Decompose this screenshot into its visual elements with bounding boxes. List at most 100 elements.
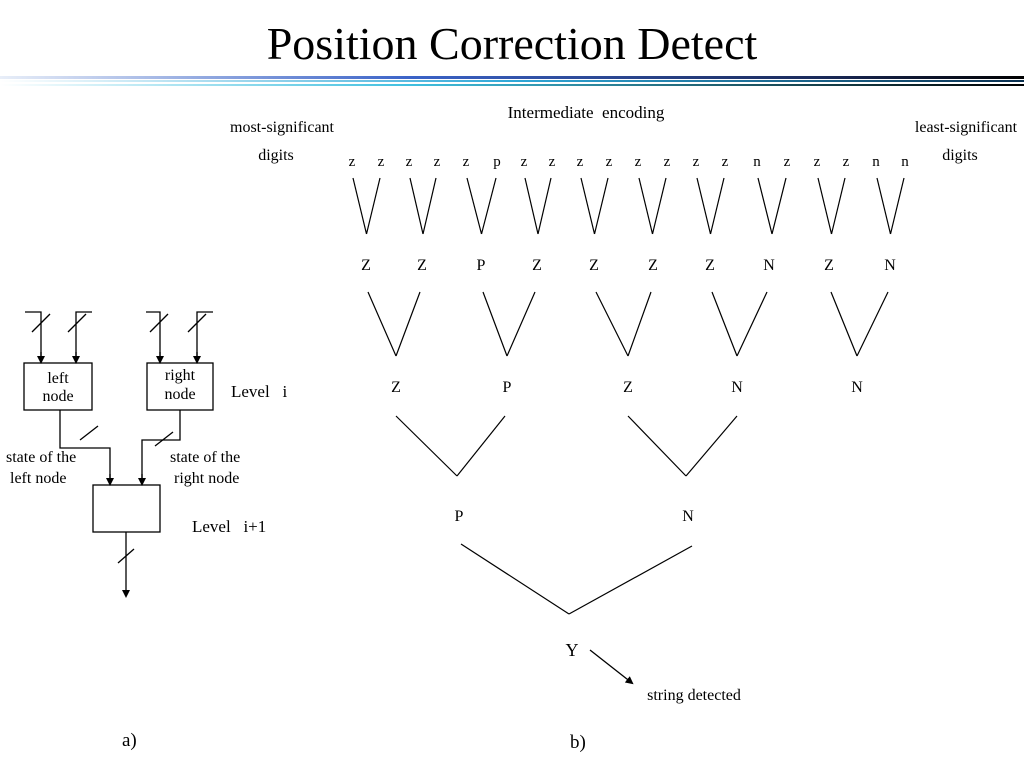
diagram-a-labels: left node right node Level i state of th… — [6, 367, 287, 751]
level1-symbol: Z — [705, 257, 715, 274]
right-node-inputs — [146, 311, 213, 364]
state-right-label: right node — [174, 470, 239, 487]
state-left-label: left node — [10, 470, 66, 487]
tree-edge — [595, 291, 629, 357]
encoding-digit: n — [872, 154, 880, 170]
tree-edge — [830, 177, 846, 235]
msd-label: most-significant — [230, 119, 335, 136]
encoding-digit: z — [406, 154, 413, 170]
diagram-a — [23, 311, 214, 598]
level1-symbol: Z — [589, 257, 599, 274]
level1-symbol: N — [884, 257, 896, 274]
state-right-label: state of the — [170, 449, 240, 466]
level2-symbol: N — [851, 379, 863, 396]
string-detected-label: string detected — [647, 687, 741, 704]
msd-label: digits — [258, 147, 294, 164]
left-node-inputs — [25, 311, 92, 364]
encoding-digit: n — [753, 154, 761, 170]
right-node-output — [141, 410, 181, 484]
encoding-digit: z — [521, 154, 528, 170]
tree-edge — [456, 415, 506, 477]
tree-edge — [638, 177, 654, 235]
tree-edge — [593, 177, 609, 235]
lsd-label: least-significant — [915, 119, 1018, 136]
level2-symbol: Z — [623, 379, 633, 396]
caption-b: b) — [570, 732, 586, 753]
encoding-digit: z — [814, 154, 821, 170]
encoding-digit: z — [463, 154, 470, 170]
tree-edge — [537, 177, 552, 235]
level1-symbol: Z — [361, 257, 371, 274]
left-node-output — [59, 410, 111, 484]
level2-symbol: N — [731, 379, 743, 396]
level1-symbol: Z — [824, 257, 834, 274]
tree-edge — [651, 177, 667, 235]
tree-edge — [352, 177, 368, 235]
slide-title: Position Correction Detect — [266, 18, 758, 69]
tree-edge — [685, 415, 738, 477]
tree-edge — [627, 291, 652, 357]
lsd-label: digits — [942, 147, 978, 164]
tree-edge — [395, 291, 421, 357]
encoding-digit: z — [843, 154, 850, 170]
encoding-digit: z — [722, 154, 729, 170]
level2-symbol: P — [503, 379, 512, 396]
encoding-digit: z — [349, 154, 356, 170]
tree-edge — [771, 177, 787, 235]
level3-symbol: P — [455, 508, 464, 525]
tree-edge — [466, 177, 483, 235]
tree-edge — [524, 177, 539, 235]
level-i1-label: Level i+1 — [192, 517, 266, 536]
parent-node-box — [92, 484, 161, 533]
title-divider-line — [0, 80, 1024, 82]
title-divider-line — [0, 76, 1024, 79]
level1-symbol: P — [477, 257, 486, 274]
tree-edge — [830, 291, 858, 357]
encoding-digit: z — [577, 154, 584, 170]
result-label: Y — [566, 640, 579, 660]
tree-edge — [709, 177, 725, 235]
encoding-digit: p — [493, 154, 501, 170]
level1-symbol: Z — [417, 257, 427, 274]
encoding-digit: z — [434, 154, 441, 170]
tree-edge — [711, 291, 738, 357]
tree-edge — [856, 291, 889, 357]
title-divider-line — [0, 84, 1024, 86]
state-left-label: state of the — [6, 449, 76, 466]
right-node-label: right — [165, 367, 196, 384]
tree-edge — [395, 415, 458, 477]
tree-edge — [817, 177, 833, 235]
encoding-digit: z — [693, 154, 700, 170]
encoding-digit: z — [784, 154, 791, 170]
caption-a: a) — [122, 730, 137, 751]
tree-edge — [736, 291, 768, 357]
level2-symbol: Z — [391, 379, 401, 396]
reduction-tree — [352, 177, 905, 615]
encoding-digit: z — [664, 154, 671, 170]
left-node-label: node — [42, 388, 73, 405]
right-node-label: node — [164, 386, 195, 403]
encoding-digit: n — [901, 154, 909, 170]
tree-edge — [627, 415, 687, 477]
level-i-label: Level i — [231, 382, 287, 401]
level1-symbol: N — [763, 257, 775, 274]
tree-edge — [480, 177, 497, 235]
tree-edge — [482, 291, 508, 357]
level1-symbol: Z — [532, 257, 542, 274]
encoding-heading: Intermediate encoding — [508, 103, 665, 122]
encoding-digit: z — [635, 154, 642, 170]
left-node-box — [23, 362, 93, 411]
tree-edge — [367, 291, 397, 357]
tree-edge — [696, 177, 712, 235]
level1-symbol: Z — [648, 257, 658, 274]
tree-edge — [889, 177, 905, 235]
tree-edge — [422, 177, 437, 235]
left-node-label: left — [47, 370, 69, 387]
tree-edge — [506, 291, 536, 357]
tree-edge — [409, 177, 424, 235]
tree-edge — [365, 177, 381, 235]
tree-edge — [580, 177, 596, 235]
level3-symbol: N — [682, 508, 694, 525]
